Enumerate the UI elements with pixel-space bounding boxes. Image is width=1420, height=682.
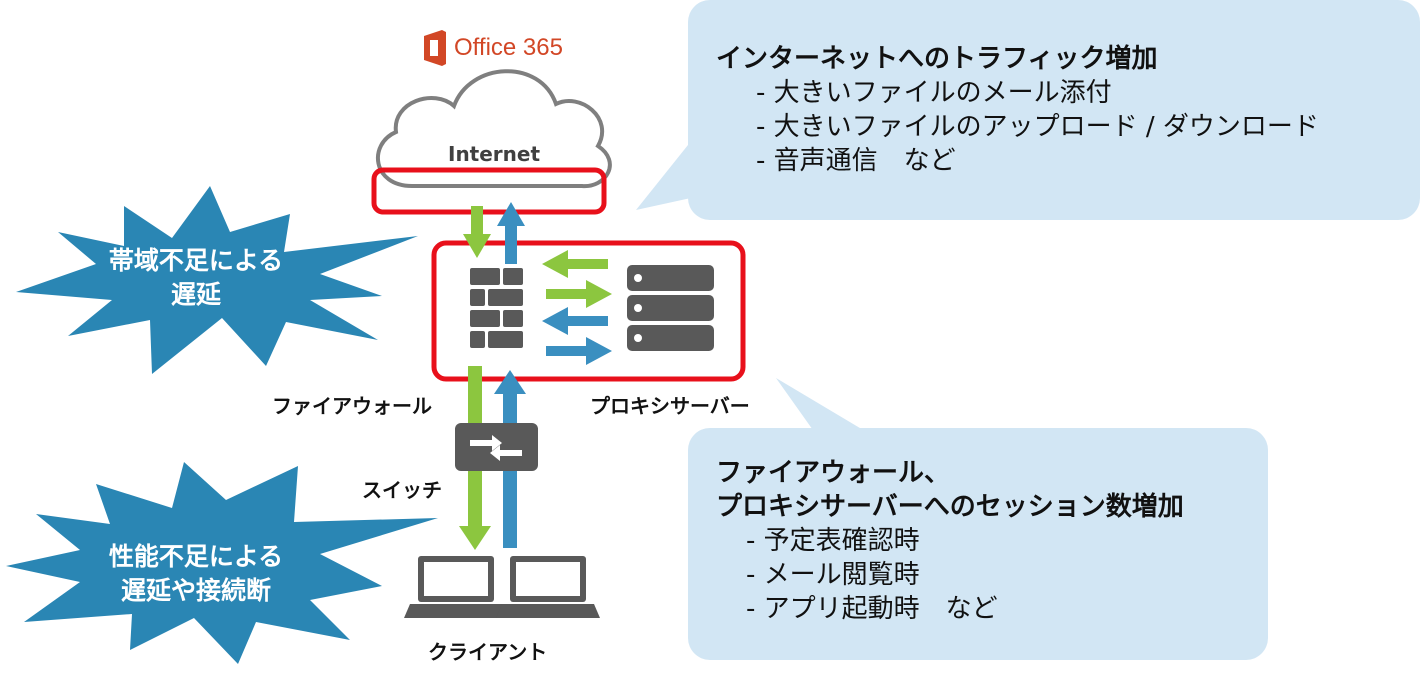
internet-cloud — [376, 69, 612, 189]
proxy-server-icon — [627, 265, 714, 351]
proxy-arrows — [542, 250, 612, 365]
client-label: クライアント — [428, 640, 548, 664]
laptop-icon — [496, 556, 600, 618]
performance-burst-line: 性能不足による — [108, 542, 284, 571]
firewall-icon — [470, 268, 523, 348]
cloud-label: Internet — [448, 142, 541, 166]
office-365-logo-text: Office 365 — [454, 34, 563, 61]
traffic-item: - 大きいファイルのアップロード / ダウンロード — [756, 112, 1319, 142]
bandwidth-burst-shape — [16, 186, 418, 374]
session-item: - メール閲覧時 — [746, 560, 920, 590]
office-logo-icon — [424, 30, 446, 66]
session-callout-title: プロキシサーバーへのセッション数増加 — [716, 492, 1184, 522]
traffic-item: - 大きいファイルのメール添付 — [756, 78, 1112, 108]
session-callout-title: ファイアウォール、 — [716, 458, 951, 488]
laptop-icon — [404, 556, 508, 618]
session-callout-bubble — [688, 378, 1268, 660]
upload-arrow-top — [497, 202, 525, 264]
performance-burst-shape — [6, 462, 438, 664]
internet-highlight-box — [371, 167, 607, 215]
traffic-callout-title: インターネットへのトラフィック増加 — [716, 44, 1158, 74]
proxy-label: プロキシサーバー — [590, 394, 750, 418]
traffic-callout-bubble — [636, 0, 1420, 220]
session-callout: ファイアウォール、 プロキシサーバーへのセッション数増加 - 予定表確認時 - … — [716, 456, 1184, 626]
gateway-highlight-box — [431, 240, 746, 382]
bandwidth-burst-line: 帯域不足による — [108, 246, 284, 275]
session-item: - アプリ起動時 など — [746, 594, 998, 624]
firewall-label: ファイアウォール — [272, 394, 432, 418]
traffic-callout: インターネットへのトラフィック増加 - 大きいファイルのメール添付 - 大きいフ… — [716, 42, 1319, 178]
bandwidth-burst-text: 帯域不足による 遅延 — [76, 244, 316, 312]
download-arrow-top — [463, 206, 491, 258]
session-item: - 予定表確認時 — [746, 526, 920, 556]
switch-icon — [455, 423, 538, 471]
traffic-item: - 音声通信 など — [756, 146, 956, 176]
performance-burst-line: 遅延や接続断 — [120, 576, 271, 605]
performance-burst-text: 性能不足による 遅延や接続断 — [76, 540, 316, 608]
bandwidth-burst-line: 遅延 — [170, 280, 221, 309]
switch-label: スイッチ — [362, 478, 442, 502]
